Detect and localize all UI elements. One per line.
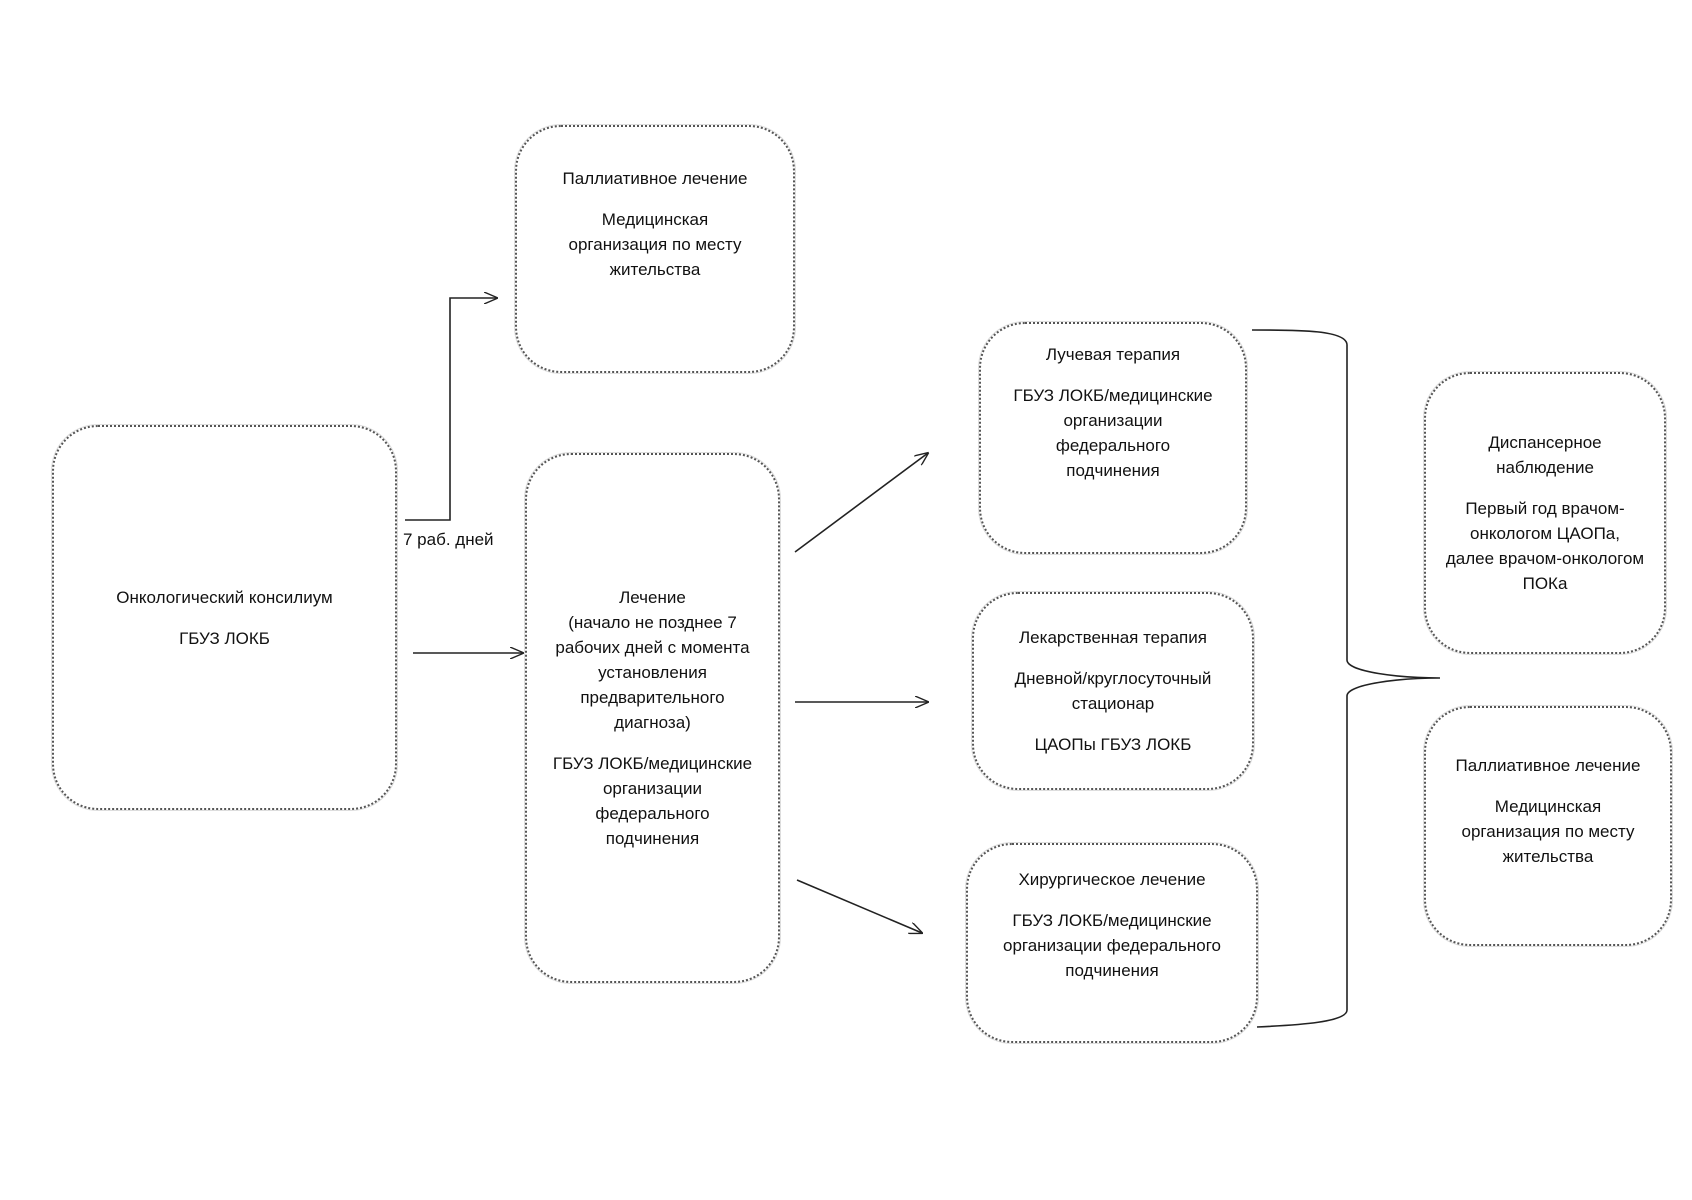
treatment-org: ГБУЗ ЛОКБ/медицинские организации федера…	[552, 754, 753, 848]
radiation-org: ГБУЗ ЛОКБ/медицинские организации федера…	[1013, 386, 1213, 480]
treatment-title: Лечение	[619, 588, 686, 607]
arrow-consilium-to-palliative	[405, 298, 497, 521]
palliative-top-org: Медицинская организация по месту жительс…	[568, 210, 742, 279]
arrow-treatment-to-radiation	[794, 453, 928, 553]
surgery-title: Хирургическое лечение	[1018, 870, 1206, 889]
drug-setting: Дневной/круглосуточный стационар	[1014, 669, 1212, 713]
node-palliative-top: Паллиативное лечение Медицинская организ…	[515, 125, 795, 373]
palliative-right-org: Медицинская организация по месту жительс…	[1461, 797, 1635, 866]
edge-label-days: 7 раб. дней	[403, 530, 494, 549]
treatment-note: (начало не позднее 7 рабочих дней с моме…	[555, 613, 750, 732]
bracket-to-followup	[1251, 329, 1441, 1028]
node-treatment: Лечение (начало не позднее 7 рабочих дне…	[525, 453, 780, 983]
radiation-title: Лучевая терапия	[1045, 345, 1181, 364]
surgery-org: ГБУЗ ЛОКБ/медицинские организации федера…	[1002, 911, 1222, 980]
node-palliative-right: Паллиативное лечение Медицинская организ…	[1424, 706, 1672, 946]
drug-org: ЦАОПы ГБУЗ ЛОКБ	[1034, 735, 1192, 754]
node-drug: Лекарственная терапия Дневной/круглосуто…	[972, 592, 1254, 790]
consilium-org: ГБУЗ ЛОКБ	[179, 628, 270, 648]
node-consilium: Онкологический консилиум ГБУЗ ЛОКБ	[52, 425, 397, 810]
arrow-treatment-to-surgery	[796, 879, 922, 933]
node-dispensary: Диспансерное наблюдение Первый год врачо…	[1424, 372, 1666, 654]
node-radiation: Лучевая терапия ГБУЗ ЛОКБ/медицинские ор…	[979, 322, 1247, 554]
drug-title: Лекарственная терапия	[1019, 628, 1207, 647]
node-surgery: Хирургическое лечение ГБУЗ ЛОКБ/медицинс…	[966, 843, 1258, 1043]
palliative-right-title: Паллиативное лечение	[1455, 756, 1641, 775]
consilium-title: Онкологический консилиум	[116, 587, 333, 607]
dispensary-detail: Первый год врачом-онкологом ЦАОПа, далее…	[1445, 499, 1645, 593]
dispensary-title: Диспансерное наблюдение	[1488, 433, 1602, 477]
palliative-top-title: Паллиативное лечение	[562, 169, 748, 188]
